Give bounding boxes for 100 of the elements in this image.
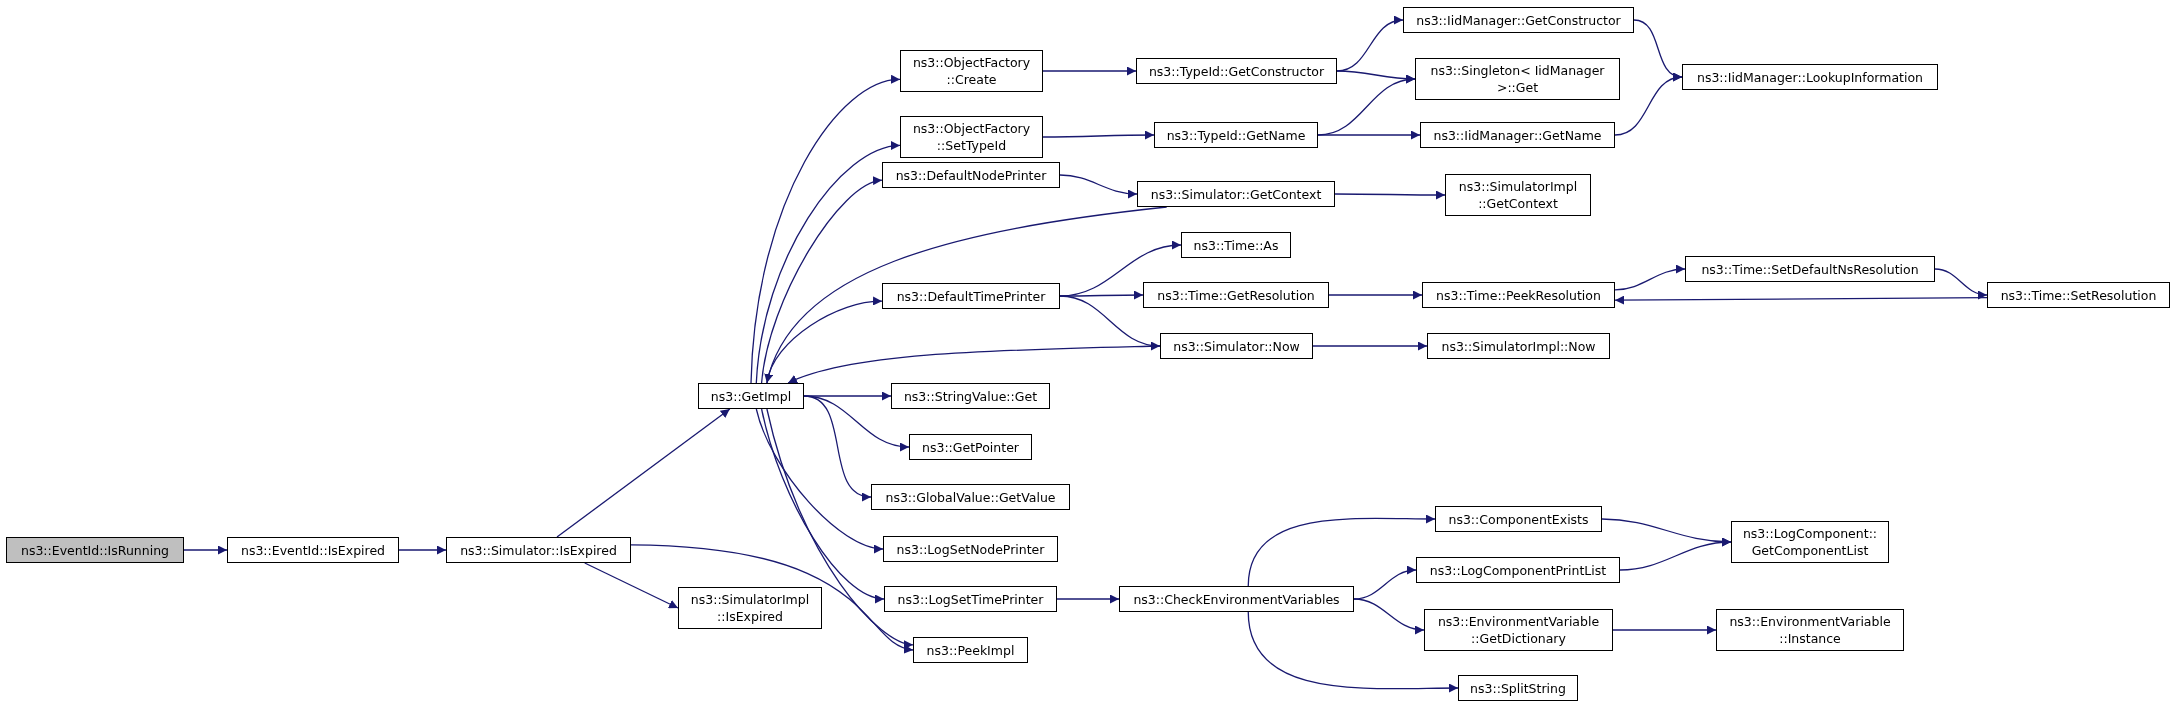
call-arrow [766,408,914,648]
function-box [1143,282,1329,308]
function-name: ns3::EventId::IsRunning [19,541,171,559]
call-arrow [1614,295,1988,305]
function-name: ns3::Time::SetDefaultNsResolution [1700,260,1920,278]
call-arrow [1247,611,1459,693]
call-arrow [755,142,901,384]
function-name: ns3::IidManager::GetName [1432,126,1603,144]
call-arrow [1247,514,1436,587]
function-name: ns3::ObjectFactory ::SetTypeId [911,120,1032,154]
function-box [1119,586,1354,612]
function-box [1181,232,1291,258]
call-arrow [556,408,731,538]
function-name: ns3::CheckEnvironmentVariables [1132,590,1341,608]
function-name: ns3::Simulator::IsExpired [459,541,618,559]
call-arrow [1614,73,1683,136]
function-box [1435,506,1602,532]
function-box [1685,256,1935,282]
call-arrow [760,408,885,602]
call-arrow [1328,290,1423,300]
function-name: ns3::Time::GetResolution [1156,286,1316,304]
function-name: ns3::EnvironmentVariable ::Instance [1728,613,1892,647]
function-name: ns3::Simulator::Now [1172,337,1301,355]
function-box [698,383,804,409]
function-box [1427,333,1610,359]
function-name: ns3::IidManager::LookupInformation [1696,68,1924,86]
function-name: ns3::GetImpl [709,387,793,405]
function-name: ns3::StringValue::Get [902,387,1039,405]
function-box [1160,333,1313,359]
function-name: ns3::SimulatorImpl ::IsExpired [689,591,811,625]
function-box [678,587,822,629]
function-box [900,50,1043,92]
function-name: ns3::GetPointer [921,438,1020,456]
call-arrow [787,345,1161,384]
function-box [1416,557,1620,583]
function-box [1136,58,1337,84]
function-name: ns3::Time::SetResolution [1999,286,2158,304]
function-box [1403,7,1634,33]
function-name: ns3::TypeId::GetConstructor [1147,62,1326,80]
function-box [913,637,1028,663]
function-name: ns3::Singleton< IidManager >::Get [1429,62,1606,96]
function-box [1458,675,1578,701]
function-box [6,537,184,563]
function-name: ns3::DefaultNodePrinter [894,166,1048,184]
call-arrow [1934,268,1988,299]
function-name: ns3::LogSetNodePrinter [895,540,1046,558]
function-box [884,586,1057,612]
function-box [1445,174,1591,216]
call-arrow [1312,341,1428,351]
function-name: ns3::ObjectFactory ::Create [911,54,1032,88]
function-box [1137,181,1335,207]
function-name: ns3::IidManager::GetConstructor [1415,11,1622,29]
function-name: ns3::EventId::IsExpired [239,541,387,559]
function-name: ns3::LogSetTimePrinter [896,590,1045,608]
function-box [883,536,1058,562]
call-arrow [1612,625,1717,635]
function-box [1420,122,1615,148]
function-box [446,537,631,563]
function-name: ns3::EnvironmentVariable ::GetDictionary [1436,613,1601,647]
function-box [891,383,1050,409]
call-arrow [398,545,447,555]
call-arrow [1334,190,1446,200]
call-arrow [1353,598,1425,634]
call-arrow [584,562,679,609]
call-arrow [183,545,228,555]
function-name: ns3::ComponentExists [1447,510,1590,528]
call-arrow [1614,265,1686,291]
function-box [1154,122,1318,148]
function-name: ns3::LogComponent:: GetComponentList [1741,525,1879,559]
function-box [871,484,1070,510]
function-name: ns3::TypeId::GetName [1165,126,1307,144]
call-arrow [803,395,872,500]
call-arrow [1042,130,1155,140]
call-arrow [1059,290,1144,300]
call-arrow [760,178,883,384]
call-arrow [755,408,884,553]
function-box [882,162,1060,188]
function-name: ns3::LogComponentPrintList [1428,561,1608,579]
call-arrow [1042,66,1137,76]
function-box [1987,282,2170,308]
function-name: ns3::Time::As [1192,236,1280,254]
call-arrow [750,76,901,384]
function-name: ns3::Time::PeekResolution [1435,286,1602,304]
call-arrow [630,544,914,653]
call-arrow [1059,174,1138,199]
function-box [900,116,1043,158]
function-name: ns3::PeekImpl [925,641,1016,659]
function-name: ns3::SplitString [1469,679,1567,697]
function-box [1716,609,1904,651]
function-box [1682,64,1938,90]
call-arrow [1056,594,1120,604]
function-box [1424,609,1613,651]
function-box [227,537,399,563]
function-name: ns3::SimulatorImpl::Now [1440,337,1597,355]
function-box [882,283,1060,309]
function-name: ns3::DefaultTimePrinter [895,287,1047,305]
function-box [1415,58,1620,100]
function-name: ns3::GlobalValue::GetValue [884,488,1057,506]
function-name: ns3::Simulator::GetContext [1149,185,1323,203]
function-box [909,434,1032,460]
